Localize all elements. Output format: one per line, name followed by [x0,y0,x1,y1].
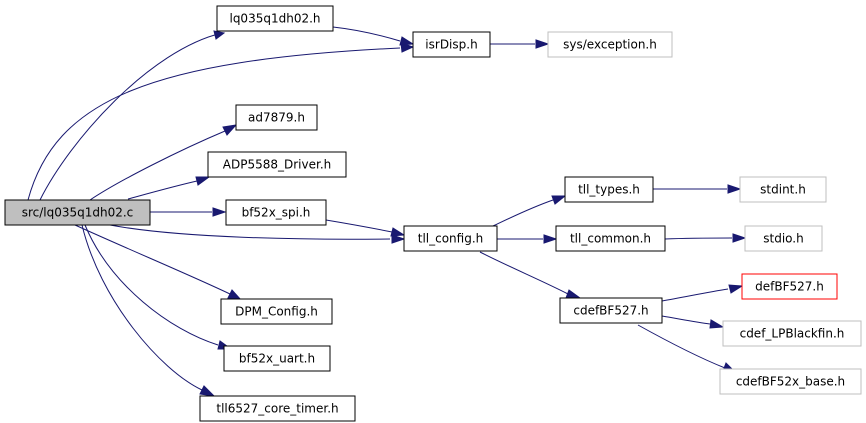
edge-root-to-ad7879-h [89,124,238,201]
node-label: lq035q1dh02.h [229,12,320,26]
edge-root-to-bf52x-uart-h [84,224,233,350]
node-adp5588-driver-h[interactable]: ADP5588_Driver.h [207,151,347,178]
edge-root-to-adp5588-h [127,176,211,200]
node-tll-common-h[interactable]: tll_common.h [555,225,666,252]
node-label: cdefBF527.h [573,304,648,318]
edge-lq035q1dh02-h-to-isrdisp-h [332,26,415,46]
node-label: cdefBF52x_base.h [736,375,845,389]
node-label: DPM_Config.h [235,305,318,319]
node-label: cdef_LPBlackfin.h [740,327,845,341]
edge-root-to-lq035q1dh02-h [39,30,226,201]
node-stdio-h[interactable]: stdio.h [744,225,823,252]
node-label: isrDisp.h [425,38,477,52]
node-label: sys/exception.h [563,38,657,52]
node-ad7879-h[interactable]: ad7879.h [235,104,318,131]
node-label: stdint.h [760,183,806,197]
node-defbf527-h[interactable]: defBF527.h [741,273,838,300]
edge-root-to-isrdisp-h [27,42,415,201]
edge-tll-config-h-to-tll-types-h [492,195,567,227]
node-label: stdio.h [763,232,803,246]
node-tll-config-h[interactable]: tll_config.h [403,225,498,252]
node-bf52x-uart-h[interactable]: bf52x_uart.h [223,345,331,372]
edge-cdefbf527-h-to-defbf527-h [661,284,744,302]
edge-isrdisp-h-to-sys-exception-h [490,39,550,49]
node-bf52x-spi-h[interactable]: bf52x_spi.h [225,199,327,226]
node-dpm-config-h[interactable]: DPM_Config.h [220,298,333,325]
edge-cdefbf527-h-to-cdefbf52x-base-h [637,324,737,373]
edge-tll-config-h-to-cdefbf527-h [479,251,582,299]
edge-tll-config-h-to-tll-common-h [497,234,558,244]
node-label: ad7879.h [248,111,305,125]
node-lq035q1dh02-h[interactable]: lq035q1dh02.h [216,5,334,32]
node-isrdisp-h[interactable]: isrDisp.h [412,31,491,58]
node-tll6527-core-timer-h[interactable]: tll6527_core_timer.h [199,395,356,422]
node-label: tll_types.h [578,183,640,197]
node-label: src/lq035q1dh02.c [22,206,134,220]
edge-root-to-bf52x-spi-h [150,207,227,217]
node-label: bf52x_spi.h [242,206,311,220]
node-label: defBF527.h [755,280,824,294]
node-cdefbf527-h[interactable]: cdefBF527.h [559,297,663,324]
edge-tll-common-h-to-stdio-h [664,233,747,243]
edge-root-to-tll6527-core-timer-h [81,224,216,397]
node-label: tll_common.h [570,232,651,246]
node-src-lq035q1dh02-c[interactable]: src/lq035q1dh02.c [4,199,151,226]
node-cdef-lpblackfin-h[interactable]: cdef_LPBlackfin.h [722,320,862,347]
node-label: tll_config.h [418,232,484,246]
node-sys-exception-h[interactable]: sys/exception.h [547,31,673,58]
node-tll-types-h[interactable]: tll_types.h [564,176,654,203]
node-cdefbf52x-base-h[interactable]: cdefBF52x_base.h [719,368,862,395]
node-label: ADP5588_Driver.h [223,158,331,172]
node-label: bf52x_uart.h [239,352,315,366]
edge-root-to-tll-config-h [109,224,406,244]
node-stdint-h[interactable]: stdint.h [739,176,827,203]
edge-cdefbf527-h-to-cdef-lpblackfin-h [661,315,725,329]
edge-tll-types-h-to-stdint-h [653,184,742,194]
edge-bf52x-spi-h-to-tll-config-h [325,219,406,237]
node-label: tll6527_core_timer.h [216,402,338,416]
